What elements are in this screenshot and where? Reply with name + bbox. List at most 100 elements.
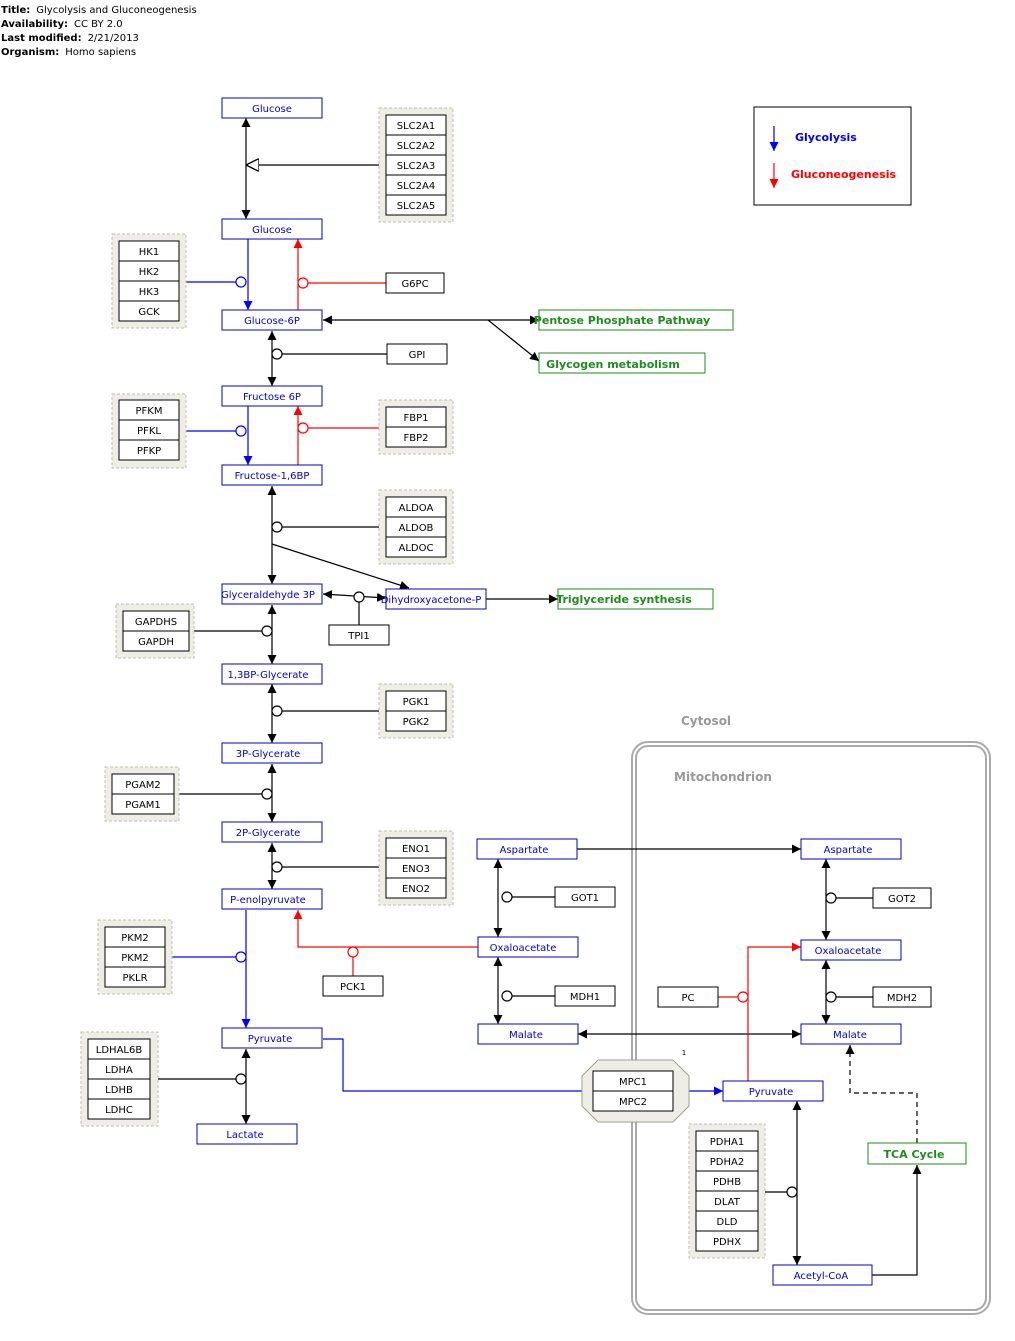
metabolite-malate-cytosol: Malate [477, 1023, 579, 1045]
gene-pfkp: PFKP [118, 439, 180, 461]
pathway-header: Title:Glycolysis and Gluconeogenesis Ava… [1, 4, 197, 60]
svg-text:HK3: HK3 [139, 287, 159, 298]
metabolite-glucose-ext: Glucose [221, 97, 323, 119]
svg-text:GOT1: GOT1 [571, 893, 599, 904]
mpc-citation: 1 [682, 1049, 686, 1057]
catalysis-circles [235, 276, 837, 1198]
svg-text:SLC2A2: SLC2A2 [397, 141, 435, 152]
gene-pgam2: PGAM2 [111, 773, 175, 795]
svg-text:DLD: DLD [717, 1217, 738, 1228]
cytosol-label: Cytosol [681, 714, 731, 728]
organism-label: Organism: [1, 47, 60, 58]
gene-boxes: SLC2A1 SLC2A2 SLC2A3 SLC2A4 SLC2A5 HK1 H… [87, 114, 932, 1252]
metabolite-pyruvate-mito: Pyruvate [722, 1080, 824, 1102]
gene-gpi: GPI [386, 343, 448, 365]
svg-text:FBP1: FBP1 [403, 413, 428, 424]
svg-text:Pyruvate: Pyruvate [248, 1034, 293, 1045]
gene-hk2: HK2 [118, 260, 180, 282]
metabolite-oxaloacetate-mito: Oxaloacetate [800, 939, 902, 961]
gene-slc2a5: SLC2A5 [385, 194, 447, 216]
svg-text:HK1: HK1 [139, 247, 159, 258]
linked-pathways[interactable]: Pentose Phosphate Pathway Glycogen metab… [534, 309, 967, 1165]
gene-pgam1: PGAM1 [111, 793, 175, 815]
svg-text:TPI1: TPI1 [347, 631, 369, 642]
metabolite-glucose-6p: Glucose-6P [221, 309, 323, 331]
gene-slc2a4: SLC2A4 [385, 174, 447, 196]
svg-text:PFKP: PFKP [137, 446, 161, 457]
svg-text:MPC2: MPC2 [619, 1097, 647, 1108]
svg-text:Oxaloacetate: Oxaloacetate [490, 943, 557, 954]
modified-row: Last modified:2/21/2013 [1, 32, 197, 46]
title-label: Title: [1, 5, 31, 16]
mitochondrion-label: Mitochondrion [674, 770, 772, 784]
svg-text:PDHA1: PDHA1 [710, 1137, 744, 1148]
gene-pdha1: PDHA1 [695, 1130, 759, 1152]
gene-pfkm: PFKM [118, 399, 180, 421]
svg-text:SLC2A1: SLC2A1 [397, 121, 435, 132]
gene-ldhal6b: LDHAL6B [87, 1038, 151, 1060]
svg-text:ALDOB: ALDOB [399, 523, 434, 534]
svg-text:Glyceraldehyde 3P: Glyceraldehyde 3P [221, 590, 315, 601]
gene-got1: GOT1 [554, 886, 616, 908]
gene-gapdh: GAPDH [122, 630, 190, 652]
gene-tpi1: TPI1 [328, 624, 390, 646]
gene-dld: DLD [695, 1210, 759, 1232]
svg-text:Acetyl-CoA: Acetyl-CoA [794, 1271, 849, 1282]
metabolite-fructose-16bp: Fructose-1,6BP [221, 464, 323, 486]
gluconeogenesis-edges [293, 239, 801, 1081]
svg-text:SLC2A4: SLC2A4 [397, 181, 435, 192]
svg-text:PDHA2: PDHA2 [710, 1157, 744, 1168]
gene-pdhb: PDHB [695, 1170, 759, 1192]
pathway-link-triglyceride[interactable]: Triglyceride synthesis [556, 588, 714, 610]
gene-pdha2: PDHA2 [695, 1150, 759, 1172]
gene-gck: GCK [118, 300, 180, 322]
svg-text:Lactate: Lactate [226, 1130, 263, 1141]
gene-pfkl: PFKL [118, 419, 180, 441]
gene-pdhx: PDHX [695, 1230, 759, 1252]
svg-text:PKLR: PKLR [122, 973, 147, 984]
svg-text:PGK1: PGK1 [403, 697, 430, 708]
svg-text:PDHB: PDHB [713, 1177, 741, 1188]
reaction-edges [158, 118, 922, 1276]
pathway-link-glycogen[interactable]: Glycogen metabolism [538, 352, 706, 374]
svg-text:Dihydroxyacetone-P: Dihydroxyacetone-P [381, 595, 482, 606]
metabolite-acetyl-coa: Acetyl-CoA [772, 1264, 873, 1286]
svg-text:PKM2: PKM2 [121, 933, 149, 944]
svg-text:MDH2: MDH2 [887, 993, 917, 1004]
pathway-link-pentose-phosphate[interactable]: Pentose Phosphate Pathway [534, 309, 734, 331]
gene-mdh2: MDH2 [872, 986, 932, 1008]
svg-text:GOT2: GOT2 [888, 894, 916, 905]
svg-text:PGAM1: PGAM1 [125, 800, 161, 811]
availability-value: CC BY 2.0 [74, 19, 123, 30]
modified-value: 2/21/2013 [87, 33, 139, 44]
organism-row: Organism:Homo sapiens [1, 46, 197, 60]
svg-text:GAPDH: GAPDH [138, 637, 174, 648]
svg-text:LDHC: LDHC [105, 1105, 133, 1116]
svg-text:PC: PC [681, 993, 694, 1004]
gene-ldha: LDHA [87, 1058, 151, 1080]
metabolite-malate-mito: Malate [800, 1023, 902, 1045]
gene-fbp1: FBP1 [385, 406, 447, 428]
metabolite-glyceraldehyde-3p: Glyceraldehyde 3P [221, 583, 323, 605]
svg-text:PDHX: PDHX [713, 1237, 741, 1248]
svg-text:ALDOC: ALDOC [399, 543, 434, 554]
gene-eno2: ENO2 [385, 877, 447, 899]
svg-text:GAPDHS: GAPDHS [135, 617, 177, 628]
metabolite-nodes: Glucose Glucose Glucose-6P Fructose 6P F… [196, 97, 902, 1286]
svg-text:Fructose-1,6BP: Fructose-1,6BP [235, 471, 310, 482]
title-value: Glycolysis and Gluconeogenesis [36, 5, 197, 16]
svg-text:Triglyceride synthesis: Triglyceride synthesis [556, 593, 692, 606]
pathway-link-tca-cycle[interactable]: TCA Cycle [867, 1142, 967, 1165]
svg-text:Oxaloacetate: Oxaloacetate [815, 946, 882, 957]
gene-pkm2-a: PKM2 [104, 926, 166, 948]
gene-hk1: HK1 [118, 240, 180, 262]
metabolite-oxaloacetate-cytosol: Oxaloacetate [477, 936, 579, 958]
metabolite-lactate: Lactate [196, 1123, 298, 1145]
gene-pck1: PCK1 [322, 975, 384, 997]
svg-text:SLC2A3: SLC2A3 [397, 161, 435, 172]
metabolite-glucose: Glucose [221, 218, 323, 240]
svg-text:LDHB: LDHB [105, 1085, 133, 1096]
gene-pklr: PKLR [104, 966, 166, 988]
svg-text:Glucose: Glucose [252, 104, 292, 115]
mitochondrion-membrane-inner [633, 743, 989, 1313]
